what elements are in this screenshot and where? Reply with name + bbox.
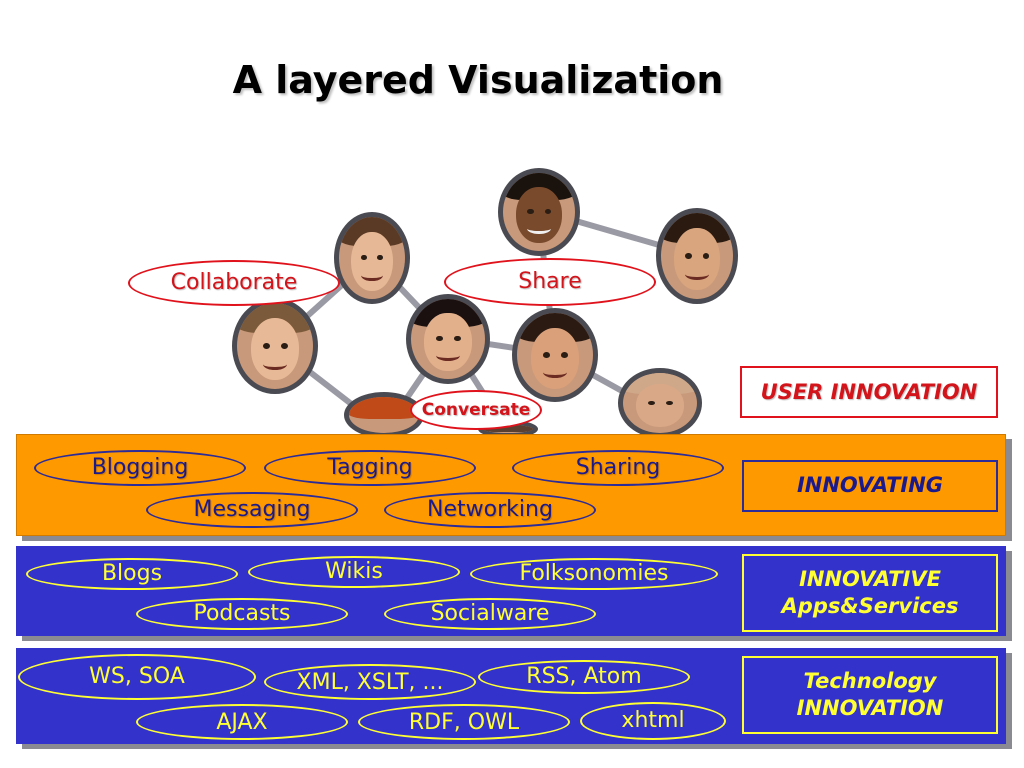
item-wikis: Wikis [248, 556, 460, 588]
item-rss-atom: RSS, Atom [478, 660, 690, 694]
verb-share: Share [444, 258, 656, 306]
person-photo-icon [618, 368, 702, 438]
item-blogs: Blogs [26, 558, 238, 590]
person-photo-icon [334, 212, 410, 304]
item-messaging: Messaging [146, 492, 358, 528]
item-rdf-owl: RDF, OWL [358, 704, 570, 740]
apps-label-line2: Apps&Services [781, 594, 959, 618]
item-xml-xslt: XML, XSLT, ... [264, 664, 476, 700]
item-xhtml: xhtml [580, 702, 726, 740]
person-photo-icon [498, 168, 580, 256]
item-ajax: AJAX [136, 704, 348, 740]
tech-label-line1: Technology [803, 668, 937, 693]
person-photo-icon [512, 308, 598, 402]
item-podcasts: Podcasts [136, 598, 348, 630]
item-sharing: Sharing [512, 450, 724, 486]
person-photo-icon [656, 208, 738, 304]
tech-label-line2: INNOVATION [796, 696, 944, 720]
item-blogging: Blogging [34, 450, 246, 486]
innovating-label-text: INNOVATING [796, 473, 944, 498]
person-photo-icon [232, 298, 318, 394]
person-photo-icon [344, 392, 424, 438]
item-networking: Networking [384, 492, 596, 528]
innovating-label: INNOVATING [742, 460, 998, 512]
verb-conversate: Conversate [410, 390, 542, 430]
person-photo-icon [406, 294, 490, 384]
page-title: A layered Visualization [232, 58, 724, 102]
apps-services-label: INNOVATIVE Apps&Services [742, 554, 998, 632]
verb-collaborate: Collaborate [128, 260, 340, 306]
user-innovation-label: USER INNOVATION [740, 366, 998, 418]
apps-label-line1: INNOVATIVE [799, 566, 941, 591]
item-tagging: Tagging [264, 450, 476, 486]
item-folksonomies: Folksonomies [470, 558, 718, 590]
technology-label: Technology INNOVATION [742, 656, 998, 734]
item-socialware: Socialware [384, 598, 596, 630]
item-ws-soa: WS, SOA [18, 654, 256, 700]
